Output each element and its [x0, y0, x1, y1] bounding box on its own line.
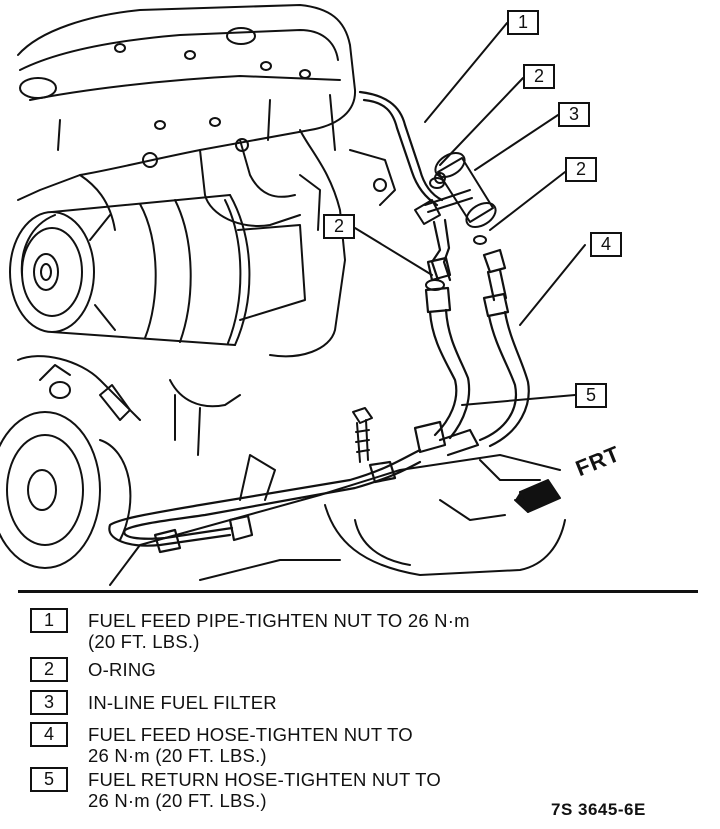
callout-3: 3 — [558, 102, 590, 127]
legend-text-line2: 26 N·m (20 FT. LBS.) — [88, 745, 267, 766]
intake-manifold-base — [109, 454, 566, 586]
legend-number: 2 — [30, 657, 68, 682]
legend-number: 3 — [30, 690, 68, 715]
divider-rule — [18, 590, 698, 593]
callout-5: 5 — [575, 383, 607, 408]
legend-text-line1: IN-LINE FUEL FILTER — [88, 692, 277, 713]
compressor — [9, 194, 306, 346]
pulley — [0, 355, 241, 569]
figure-code: 7S 3645-6E — [551, 800, 646, 819]
legend-text-line1: FUEL FEED PIPE-TIGHTEN NUT TO 26 N·m — [88, 610, 470, 631]
leader-lines — [354, 22, 586, 406]
legend-number: 4 — [30, 722, 68, 747]
inline-fuel-filter — [414, 152, 497, 228]
callout-2-left: 2 — [323, 214, 355, 239]
fuel-hoses — [108, 218, 530, 554]
legend-text-line1: O-RING — [88, 659, 157, 680]
legend-text-line1: FUEL FEED HOSE-TIGHTEN NUT TO — [88, 724, 413, 745]
callout-2-right: 2 — [565, 157, 597, 182]
front-direction-arrow-icon — [514, 479, 561, 513]
legend-text-line2: 26 N·m (20 FT. LBS.) — [88, 790, 267, 811]
engine-block — [17, 4, 396, 358]
callout-2-top: 2 — [523, 64, 555, 89]
engine-fuel-line-illustration — [0, 4, 586, 586]
bolt — [352, 407, 373, 463]
legend-number: 1 — [30, 608, 68, 633]
legend-text-line2: (20 FT. LBS.) — [88, 631, 200, 652]
legend-number: 5 — [30, 767, 68, 792]
callout-1: 1 — [507, 10, 539, 35]
callout-4: 4 — [590, 232, 622, 257]
legend-text-line1: FUEL RETURN HOSE-TIGHTEN NUT TO — [88, 769, 441, 790]
fuel-feed-pipe — [358, 90, 444, 207]
